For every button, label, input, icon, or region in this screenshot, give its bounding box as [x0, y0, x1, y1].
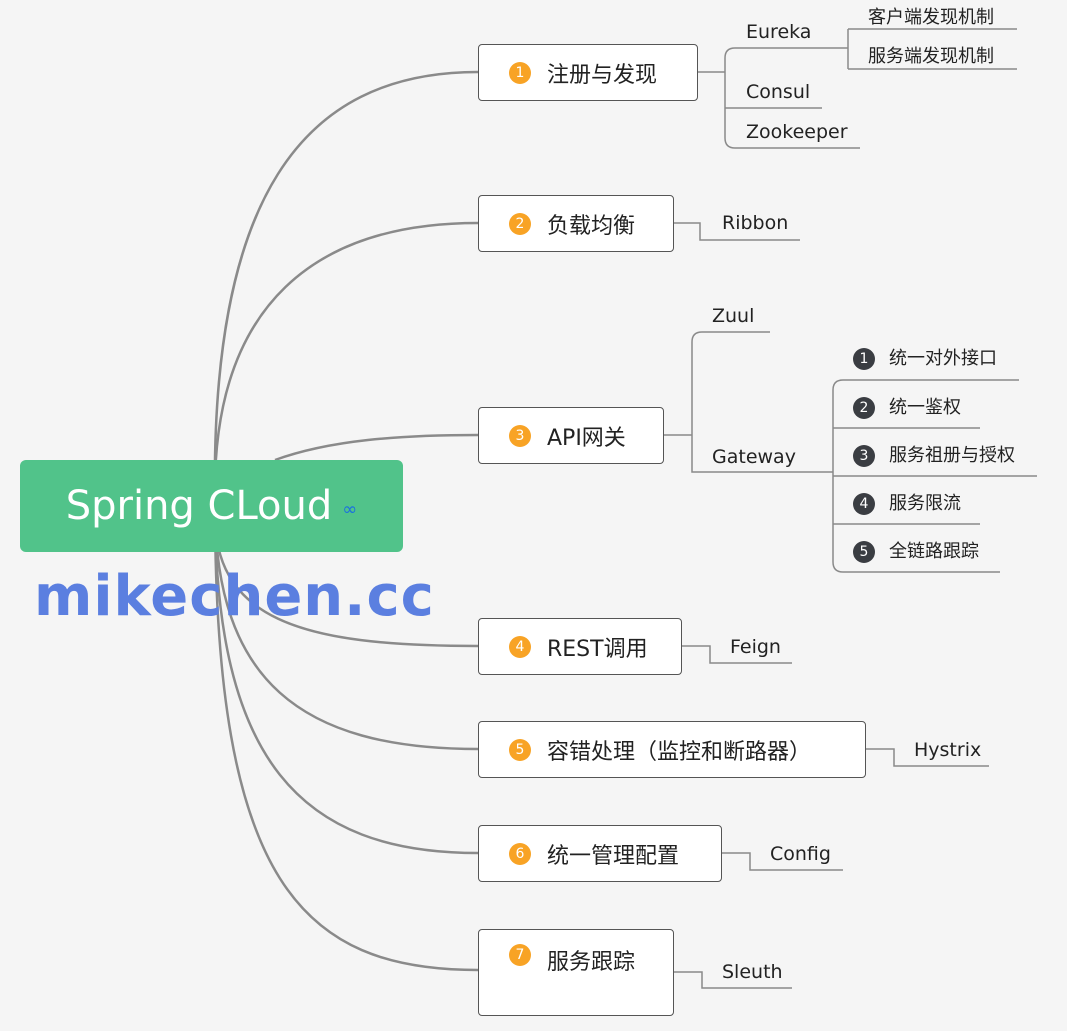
branch-node-config[interactable]: 6 统一管理配置: [478, 825, 722, 882]
branch-node-registration[interactable]: 1 注册与发现: [478, 44, 698, 101]
node-zookeeper[interactable]: Zookeeper: [746, 121, 848, 143]
node-config[interactable]: Config: [770, 843, 831, 865]
item-label: 统一鉴权: [889, 397, 961, 418]
branch-label: 负载均衡: [547, 213, 636, 239]
number-badge: 1: [853, 348, 875, 370]
node-ribbon[interactable]: Ribbon: [722, 212, 789, 234]
number-badge: 5: [509, 738, 531, 761]
item-label: 服务限流: [889, 493, 961, 514]
node-feign[interactable]: Feign: [730, 636, 781, 658]
item-label: 全链路跟踪: [889, 541, 979, 562]
node-sleuth[interactable]: Sleuth: [722, 961, 783, 983]
root-node[interactable]: Spring CLoud ∞: [20, 460, 403, 552]
number-badge: 4: [509, 635, 531, 658]
watermark: mikechen.cc: [34, 564, 435, 629]
branch-label: 服务跟踪: [547, 950, 636, 975]
branch-node-tracing[interactable]: 7 服务跟踪: [478, 929, 674, 1016]
branch-label: 统一管理配置: [547, 843, 680, 869]
root-label: Spring CLoud: [65, 483, 333, 529]
number-badge: 4: [853, 493, 875, 515]
number-badge: 7: [509, 944, 531, 966]
branch-label: REST调用: [547, 636, 648, 662]
item-label: 服务祖册与授权: [889, 445, 1015, 466]
branch-node-api-gateway[interactable]: 3 API网关: [478, 407, 664, 464]
number-badge: 2: [853, 397, 875, 419]
branch-node-fault-tolerance[interactable]: 5 容错处理（监控和断路器）: [478, 721, 866, 778]
branch-node-load-balancing[interactable]: 2 负载均衡: [478, 195, 674, 252]
node-client-discovery[interactable]: 客户端发现机制: [868, 7, 994, 28]
branch-label: 容错处理（监控和断路器）: [547, 739, 812, 765]
number-badge: 5: [853, 541, 875, 563]
item-label: 统一对外接口: [889, 348, 997, 369]
node-consul[interactable]: Consul: [746, 81, 811, 103]
number-badge: 3: [509, 424, 531, 447]
gateway-item[interactable]: 1 统一对外接口: [853, 344, 997, 370]
number-badge: 3: [853, 445, 875, 467]
branch-label: 注册与发现: [547, 62, 658, 88]
number-badge: 1: [509, 61, 531, 84]
gateway-item[interactable]: 2 统一鉴权: [853, 393, 961, 419]
branch-label: API网关: [547, 425, 626, 451]
link-icon[interactable]: ∞: [342, 498, 358, 520]
node-zuul[interactable]: Zuul: [712, 305, 755, 327]
gateway-item[interactable]: 4 服务限流: [853, 489, 961, 515]
node-eureka[interactable]: Eureka: [746, 21, 812, 43]
number-badge: 6: [509, 842, 531, 865]
branch-node-rest[interactable]: 4 REST调用: [478, 618, 682, 675]
node-hystrix[interactable]: Hystrix: [914, 739, 982, 761]
node-server-discovery[interactable]: 服务端发现机制: [868, 46, 994, 67]
gateway-item[interactable]: 3 服务祖册与授权: [853, 441, 1015, 467]
gateway-item[interactable]: 5 全链路跟踪: [853, 537, 979, 563]
node-gateway[interactable]: Gateway: [712, 446, 796, 468]
number-badge: 2: [509, 212, 531, 235]
